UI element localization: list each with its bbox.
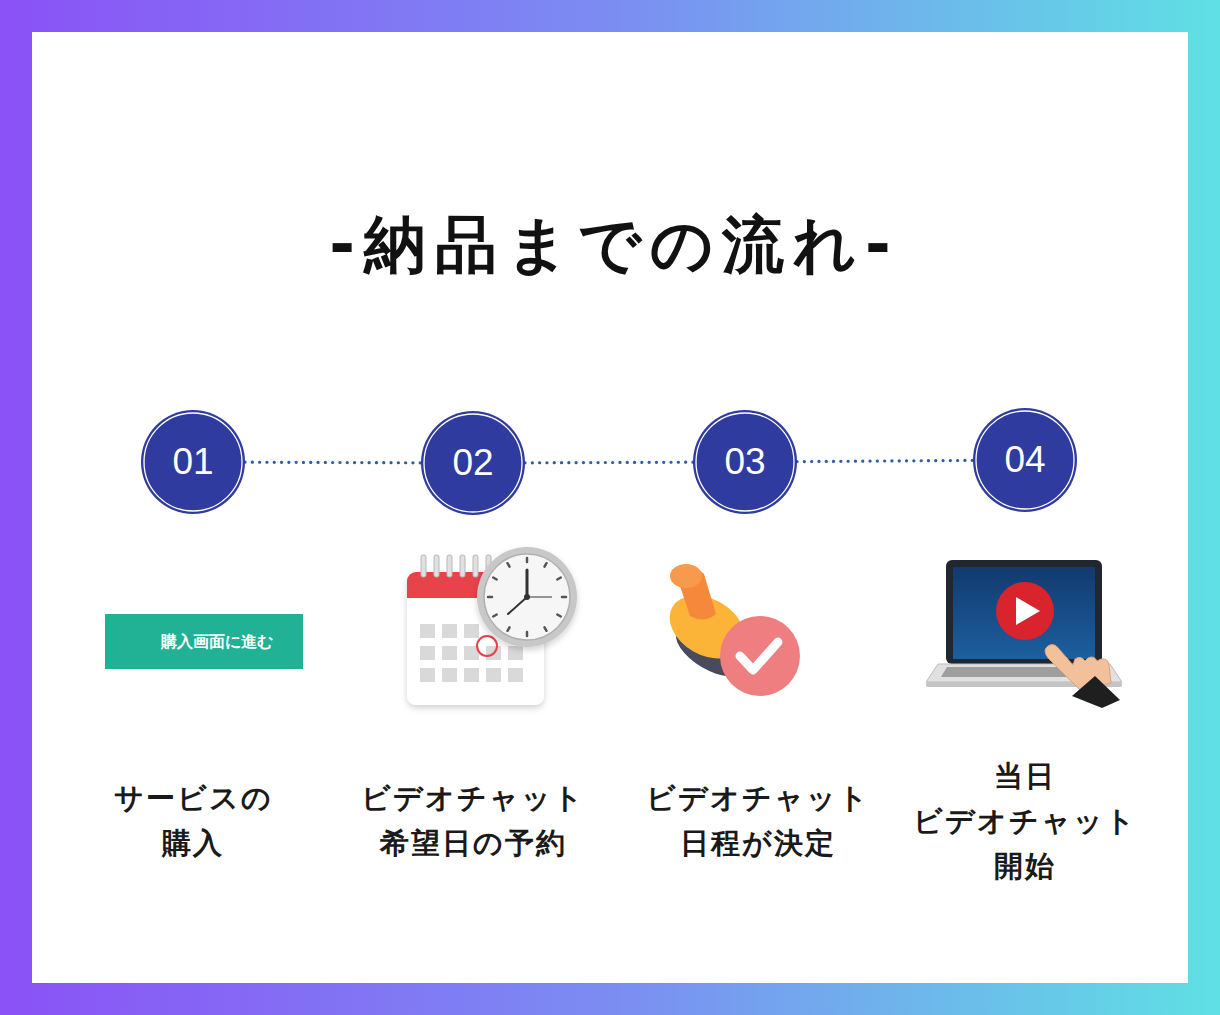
circle-ring [144, 413, 242, 511]
node-text: 購入画面に進む [161, 632, 273, 652]
calendar-illustration-part-part [508, 563, 510, 567]
stamp-illustration-part [740, 642, 778, 670]
node-text: 02 [452, 443, 493, 483]
circle-ring [424, 414, 522, 512]
calendar-illustration-part-part [508, 627, 510, 631]
calendar-illustration-part-part [493, 578, 497, 580]
laptop-illustration [926, 560, 1122, 708]
node-text: 04 [1004, 440, 1045, 480]
calendar-illustration-part [477, 547, 577, 647]
circle-ring [976, 411, 1074, 509]
step-circle: 03 [693, 410, 797, 514]
stamp-illustration [658, 564, 800, 696]
calendar-illustration-part [524, 594, 530, 600]
calendar-illustration-part-part [434, 555, 439, 577]
calendar-illustration-part-part [421, 555, 426, 577]
calendar-illustration-part-part [460, 555, 465, 577]
calendar-illustration-part [527, 596, 552, 597]
title-text: -納品までの流れ- [0, 200, 1220, 290]
dotted-connector [245, 461, 421, 465]
node-text: 01 [172, 442, 213, 482]
calendar-illustration-part-part [508, 646, 523, 660]
calendar-illustration-part-part [526, 558, 529, 562]
calendar-illustration-part [484, 554, 570, 640]
calendar-illustration-part [526, 570, 529, 597]
calendar-illustration-part-part [486, 668, 501, 682]
calendar-illustration-part-part [447, 555, 452, 577]
calendar-illustration-part-part [420, 624, 435, 638]
laptop-illustration-part [946, 560, 1102, 664]
circle-ring [696, 413, 794, 511]
step-circle: 02 [421, 411, 525, 515]
calendar-illustration-part [508, 597, 527, 614]
calendar-illustration-part-part [508, 668, 523, 682]
calendar-illustration [407, 547, 577, 705]
calendar-illustration-part [488, 558, 566, 636]
calendar-illustration-part [421, 555, 491, 577]
calendar-illustration-part-part [464, 668, 479, 682]
calendar-illustration-part-part [442, 668, 457, 682]
calendar-illustration-part-part [488, 596, 492, 599]
calendar-illustration-part-part [557, 615, 561, 617]
laptop-illustration-part [996, 582, 1054, 640]
calendar-illustration-part-part [442, 624, 457, 638]
dotted-connector [525, 461, 693, 465]
step-circle: 01 [141, 410, 245, 514]
laptop-illustration-part [1016, 597, 1040, 625]
calendar-illustration-part [477, 636, 497, 656]
circle-fill [141, 410, 245, 514]
calendar-illustration-part-part [562, 596, 566, 599]
stamp-illustration-part [670, 564, 702, 588]
circle-fill [421, 411, 525, 515]
laptop-illustration-part [1072, 676, 1120, 708]
step-caption: ビデオチャット 日程が決定 [646, 776, 870, 866]
calendar-illustration-part-part [442, 646, 457, 660]
purchase-button: 購入画面に進む [105, 614, 303, 669]
calendar-illustration-part-part [526, 632, 529, 636]
calendar-illustration-part-part [420, 646, 435, 660]
step-caption: 当日 ビデオチャット 開始 [913, 754, 1137, 889]
step-caption: ビデオチャット 希望日の予約 [361, 776, 585, 866]
calendar-illustration-part-part [545, 563, 547, 567]
calendar-illustration-part-part [493, 615, 497, 617]
dotted-connector [797, 460, 973, 461]
step-caption: サービスの 購入 [114, 776, 273, 866]
node-text: 03 [724, 442, 765, 482]
circle-fill [693, 410, 797, 514]
step-circle: 04 [973, 408, 1077, 512]
calendar-illustration-part-part [545, 627, 547, 631]
stamp-illustration-part [720, 616, 800, 696]
calendar-illustration-part-part [464, 624, 479, 638]
circle-fill [973, 408, 1077, 512]
calendar-illustration-part-part [473, 555, 478, 577]
laptop-illustration-part [953, 567, 1095, 659]
calendar-illustration-part-part [420, 668, 435, 682]
calendar-illustration-part-part [557, 578, 561, 580]
